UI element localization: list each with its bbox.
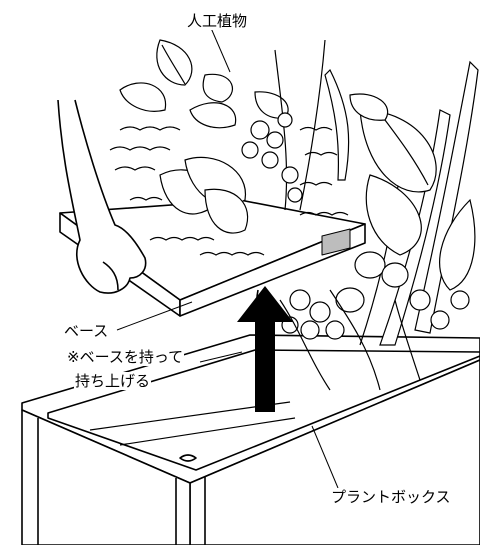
- label-note-line2: 持ち上げる: [74, 372, 152, 390]
- label-note-line1: ※ベースを持って: [66, 348, 185, 366]
- label-plant-box: プラントボックス: [330, 488, 452, 506]
- label-artificial-plants: 人工植物: [186, 12, 249, 30]
- leader-lines: [116, 27, 339, 489]
- artificial-plants: [109, 39, 389, 256]
- lift-arrow: [237, 286, 293, 412]
- plant-box: [21, 334, 480, 545]
- foliage-right: [279, 60, 479, 391]
- hands: [57, 99, 266, 326]
- label-base: ベース: [63, 322, 110, 340]
